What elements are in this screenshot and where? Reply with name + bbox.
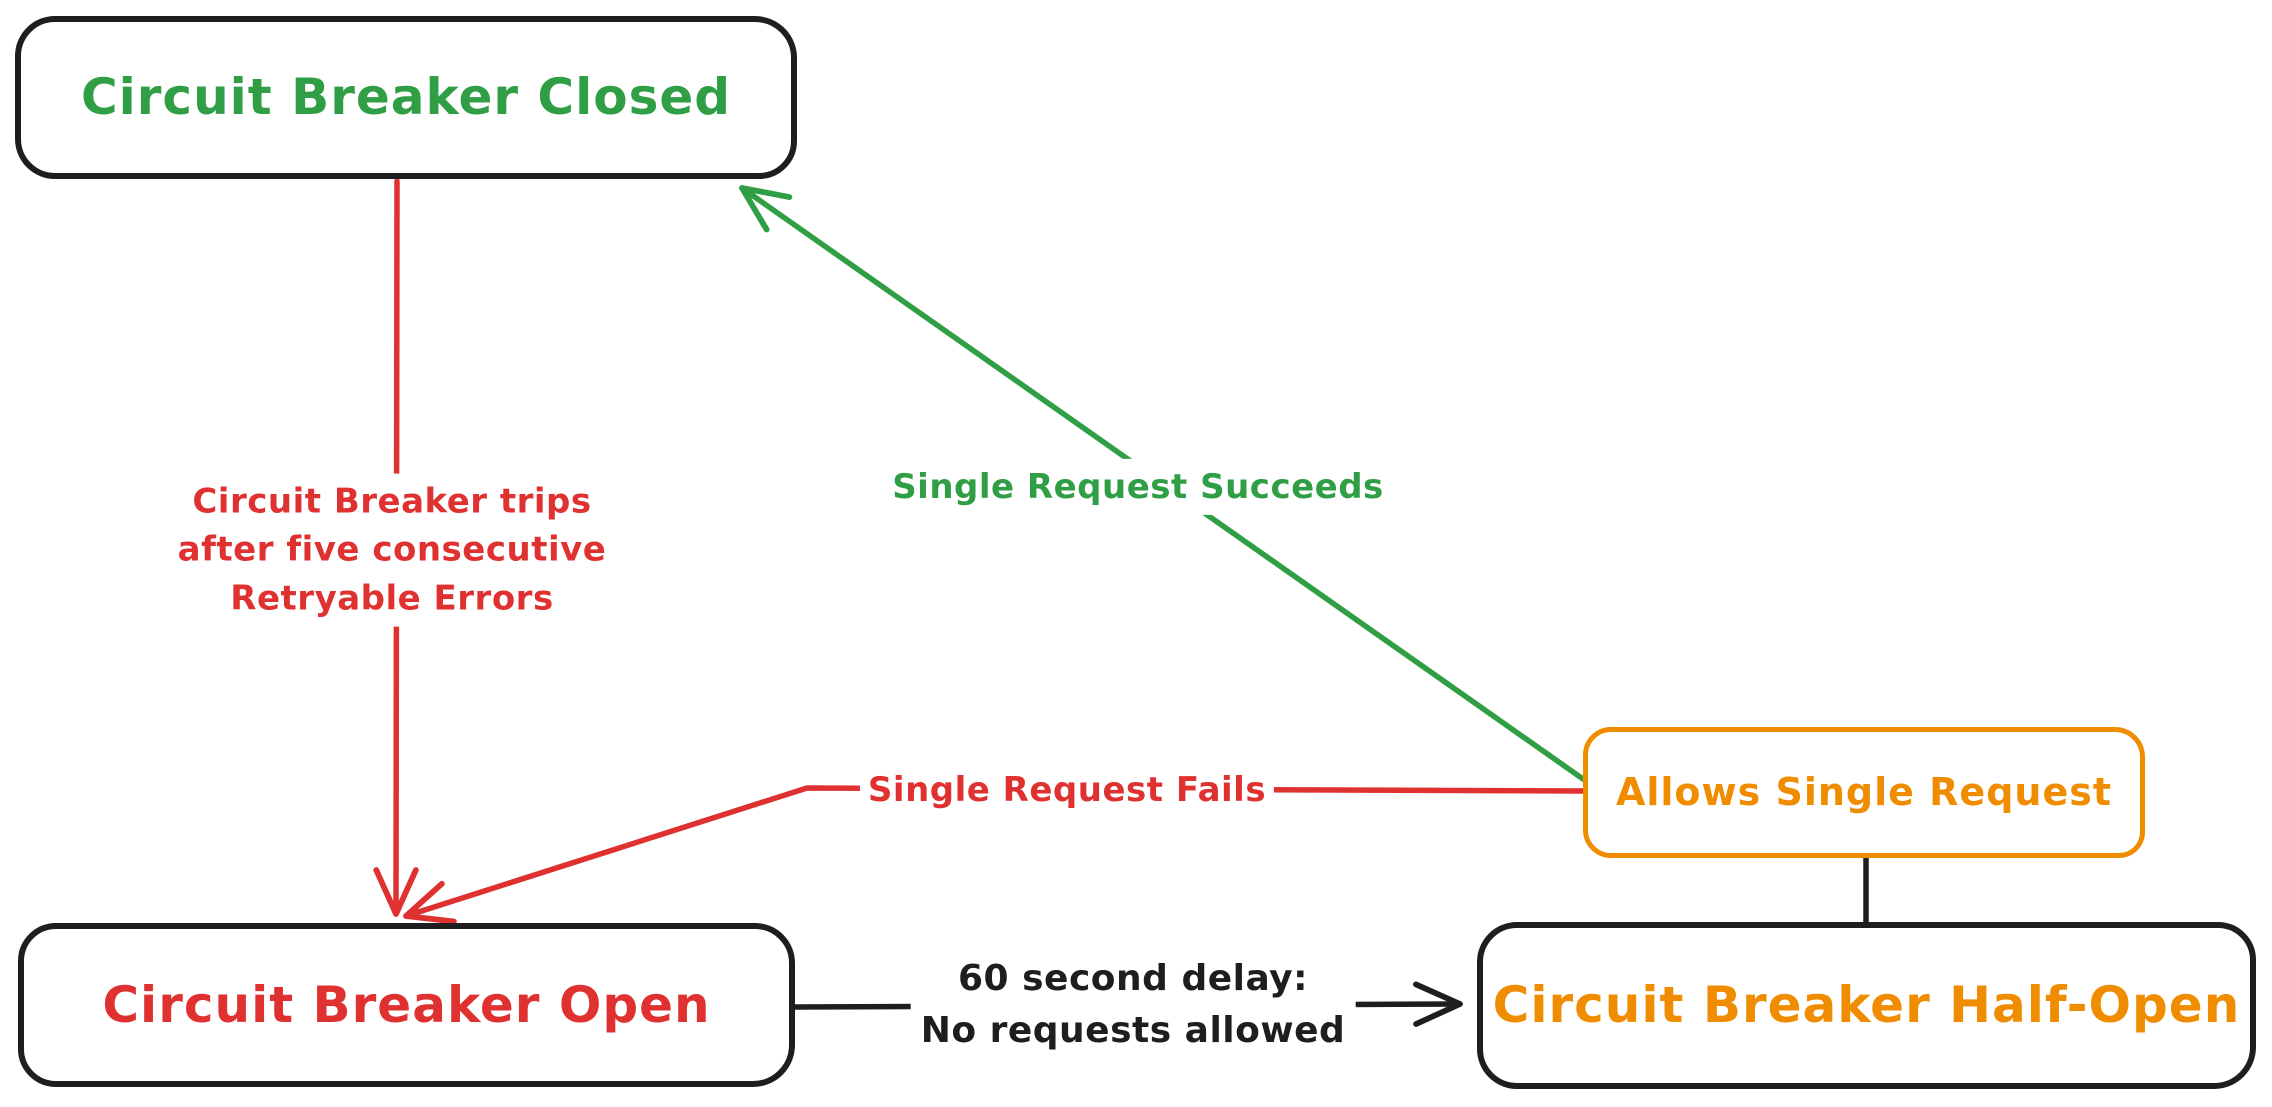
edge-label-delay: 60 second delay: No requests allowed [910,948,1356,1062]
state-label-half-open: Circuit Breaker Half-Open [1492,976,2241,1034]
state-label-closed: Circuit Breaker Closed [80,68,732,126]
state-node-open: Circuit Breaker Open [18,923,795,1087]
edge-label-trip-line-1: Circuit Breaker trips [192,481,592,522]
edge-fail-line [403,785,1586,925]
edge-label-succeed-text: Single Request Succeeds [892,466,1384,507]
edge-label-trip-line-2: after five consecutive [177,529,607,570]
edge-label-succeed: Single Request Succeeds [882,458,1394,516]
edge-label-fail: Single Request Fails [859,763,1275,817]
state-node-closed: Circuit Breaker Closed [15,16,797,179]
state-label-open: Circuit Breaker Open [102,975,711,1034]
edge-label-fail-text: Single Request Fails [867,769,1267,810]
edge-label-trip: Circuit Breaker trips after five consecu… [167,473,617,627]
edge-label-delay-line-1: 60 second delay: [957,957,1309,999]
edge-label-trip-line-3: Retryable Errors [230,578,554,619]
state-node-allows-single-request: Allows Single Request [1583,727,2145,858]
state-label-allows-single-request: Allows Single Request [1615,769,2113,814]
state-node-half-open: Circuit Breaker Half-Open [1477,922,2256,1089]
edge-label-delay-line-2: No requests allowed [920,1010,1346,1051]
